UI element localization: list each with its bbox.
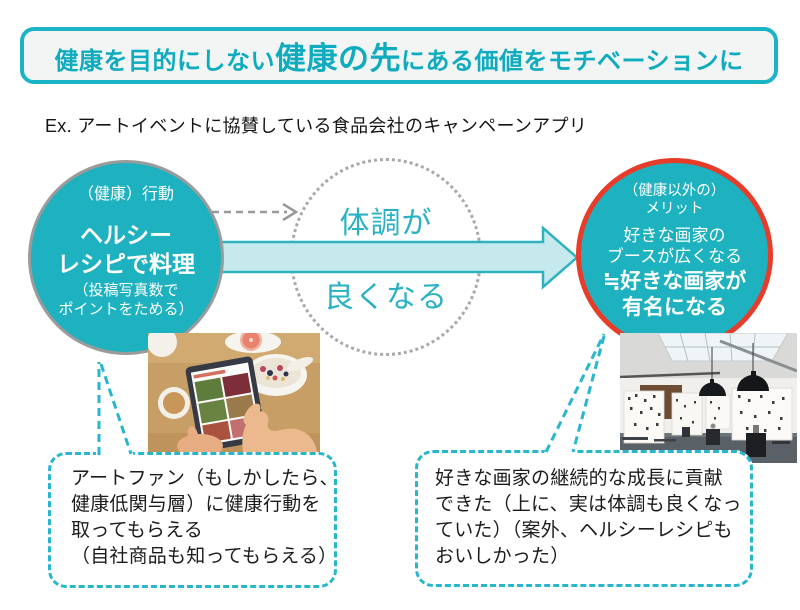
dashed-gray-arrow-head xyxy=(282,202,299,222)
merit-label-1: （健康以外の） xyxy=(623,183,726,199)
outcome-line-1: 体調が xyxy=(339,207,433,240)
right-callout-line-2: できた（上に、実は体調も良くなっ xyxy=(435,494,742,515)
left-bubble-tail-outline xyxy=(97,362,133,455)
left-callout-line-4: （自社商品も知ってもらえる） xyxy=(71,546,338,567)
action-label: （健康）行動 xyxy=(77,186,174,203)
left-callout-line-3: 取ってもらえる xyxy=(71,520,203,541)
title-regular-start: 健康を目的にしない xyxy=(54,48,275,75)
title-emphasis: 健康の先 xyxy=(274,41,401,76)
action-title-1: ヘルシー xyxy=(80,222,172,248)
left-bubble-tail-fill xyxy=(96,361,134,456)
action-note-2: ポイントをためる） xyxy=(58,301,194,318)
outcome-line-2: 良くなる xyxy=(324,281,448,314)
action-circle: （健康）行動 ヘルシー レシピで料理 （投稿写真数で ポイントをためる） xyxy=(28,160,224,355)
merit-circle: （健康以外の） メリット 好きな画家の ブースが広くなる ≒好きな画家が 有名に… xyxy=(576,158,773,352)
left-callout-line-1: アートファン（もしかしたら、 xyxy=(71,468,339,489)
merit-title-1: ≒好きな画家が xyxy=(602,270,747,293)
left-callout-bubble: アートファン（もしかしたら、 健康低関与層）に健康行動を 取ってもらえる （自社… xyxy=(48,452,339,588)
outcome-circle xyxy=(290,158,482,356)
right-callout-bubble: 好きな画家の継続的な成長に貢献 できた（上に、実は体調も良くなっ ていた）（案外… xyxy=(415,450,753,587)
merit-title-2: 有名になる xyxy=(622,296,727,319)
right-callout-line-3: ていた）（案外、ヘルシーレシピも xyxy=(435,520,733,541)
right-callout-line-1: 好きな画家の継続的な成長に貢献 xyxy=(435,468,724,489)
action-note-1: （投稿写真数で xyxy=(73,282,179,299)
page-title: 健康を目的にしない健康の先にある価値をモチベーションに xyxy=(54,33,743,78)
merit-sub-2: ブースが広くなる xyxy=(606,247,743,266)
title-regular-end: にある価値をモチベーションに xyxy=(400,48,744,75)
right-bubble-tail-outline xyxy=(544,333,606,453)
title-banner: 健康を目的にしない健康の先にある価値をモチベーションに xyxy=(20,27,778,84)
merit-sub-1: 好きな画家の xyxy=(623,226,726,245)
left-callout-line-2: 健康低関与層）に健康行動を xyxy=(71,494,321,515)
right-callout-line-4: おいしかった） xyxy=(435,546,570,567)
art-gallery-photo xyxy=(620,333,797,463)
merit-label-2: メリット xyxy=(645,201,704,217)
right-bubble-tail-fill xyxy=(543,334,604,455)
example-subtitle: Ex. アートイベントに協賛している食品会社のキャンペーンアプリ xyxy=(45,116,588,136)
tablet-recipe-photo xyxy=(148,333,320,452)
action-title-2: レシピで料理 xyxy=(57,251,195,277)
